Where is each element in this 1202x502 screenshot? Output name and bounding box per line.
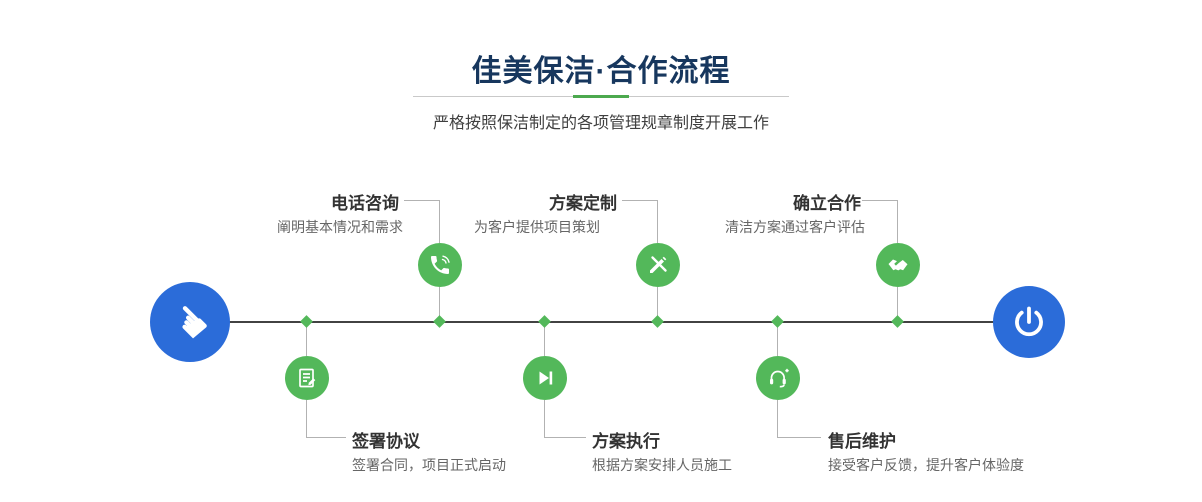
- step-title-after-sales: 售后维护: [828, 432, 896, 451]
- step-node-after-sales: [756, 356, 800, 400]
- step-desc-phone-consult: 阐明基本情况和需求: [277, 219, 403, 235]
- contract-icon: [295, 366, 319, 390]
- step-desc-plan-execution: 根据方案安排人员施工: [592, 457, 732, 473]
- connector-line: [657, 200, 658, 243]
- title-divider: [413, 95, 789, 98]
- timeline-diamond: [538, 315, 551, 328]
- hand-pointer-icon: ☚: [160, 291, 221, 352]
- timeline-diamond: [651, 315, 664, 328]
- step-title-establish-coop: 确立合作: [793, 194, 861, 213]
- connector-line: [306, 324, 307, 356]
- step-title-phone-consult: 电话咨询: [331, 194, 399, 213]
- headset-plus-icon: [766, 366, 790, 390]
- step-node-sign-agreement: [285, 356, 329, 400]
- timeline-end-node: [993, 286, 1065, 358]
- page-title: 佳美保洁·合作流程: [471, 55, 731, 88]
- page-subtitle: 严格按照保洁制定的各项管理规章制度开展工作: [432, 115, 769, 132]
- power-icon: [1010, 303, 1048, 341]
- connector-line: [544, 437, 586, 438]
- connector-line: [544, 324, 545, 356]
- step-title-plan-execution: 方案执行: [592, 432, 660, 451]
- step-node-plan-execution: [523, 356, 567, 400]
- connector-line: [404, 200, 440, 201]
- timeline-diamond: [433, 315, 446, 328]
- connector-line: [777, 324, 778, 356]
- connector-line: [306, 400, 307, 438]
- step-node-establish-coop: [876, 243, 920, 287]
- timeline-diamond: [891, 315, 904, 328]
- connector-line: [897, 287, 898, 321]
- timeline-diamond: [771, 315, 784, 328]
- step-desc-plan-custom: 为客户提供项目策划: [474, 219, 600, 235]
- connector-line: [657, 287, 658, 321]
- step-desc-sign-agreement: 签署合同，项目正式启动: [352, 457, 506, 473]
- connector-line: [622, 200, 658, 201]
- connector-line: [439, 200, 440, 243]
- connector-line: [777, 400, 778, 438]
- step-desc-establish-coop: 清洁方案通过客户评估: [725, 219, 865, 235]
- title-divider-accent: [573, 95, 629, 98]
- phone-icon: [428, 253, 452, 277]
- connector-line: [306, 437, 346, 438]
- timeline-diamond: [300, 315, 313, 328]
- step-title-plan-custom: 方案定制: [549, 194, 617, 213]
- connector-line: [777, 437, 821, 438]
- timeline-line: [196, 321, 1036, 323]
- connector-line: [862, 200, 898, 201]
- connector-line: [439, 287, 440, 321]
- timeline-start-node: ☚: [150, 282, 230, 362]
- step-desc-after-sales: 接受客户反馈，提升客户体验度: [828, 457, 1024, 473]
- step-node-plan-custom: [636, 243, 680, 287]
- pencil-ruler-icon: [646, 253, 670, 277]
- handshake-icon: [886, 253, 910, 277]
- connector-line: [897, 200, 898, 243]
- step-title-sign-agreement: 签署协议: [352, 432, 420, 451]
- step-node-phone-consult: [418, 243, 462, 287]
- play-next-icon: [533, 366, 557, 390]
- connector-line: [544, 400, 545, 438]
